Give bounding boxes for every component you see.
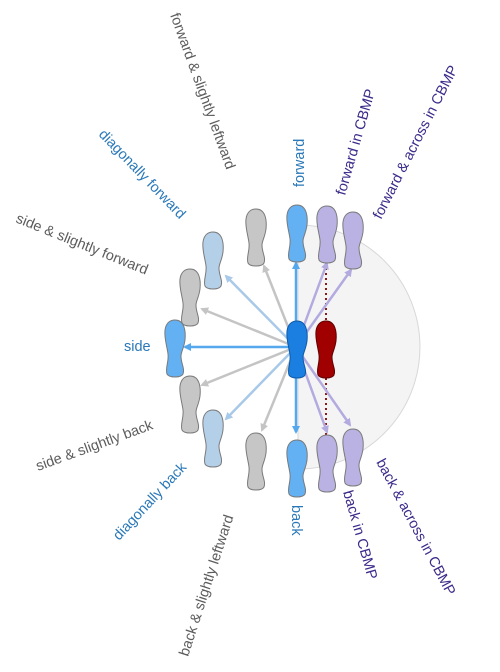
footprint-back-across-in-cbmp <box>342 428 364 487</box>
footprint-side-slightly-back <box>179 375 201 434</box>
label-back-slightly-leftward: back & slightly leftward <box>177 513 238 658</box>
footprint-back <box>286 439 308 498</box>
footprint-center-right-foot <box>315 320 337 379</box>
label-back-across-in-cbmp: back & across in CBMP <box>372 456 458 598</box>
label-forward-slightly-leftward: forward & slightly leftward <box>166 11 238 172</box>
arrow-side-slightly-forward <box>200 307 297 349</box>
footprint-back-in-cbmp <box>316 434 338 493</box>
label-forward: forward <box>292 139 308 187</box>
footprint-forward-slightly-leftward <box>245 208 267 267</box>
arrow-diagonally-back <box>224 346 297 421</box>
footprint-group <box>164 204 364 498</box>
label-diagonally-back: diagonally back <box>110 459 190 544</box>
label-forward-in-cbmp: forward in CBMP <box>333 87 379 197</box>
footprint-diagonally-forward <box>202 231 224 290</box>
arrow-side-slightly-back <box>200 345 297 387</box>
label-forward-across-in-cbmp: forward & across in CBMP <box>370 63 461 222</box>
footprint-side <box>164 319 186 378</box>
arrow-back-across-in-cbmp <box>294 346 352 427</box>
label-back-in-cbmp: back in CBMP <box>339 489 380 582</box>
footprint-forward-across-in-cbmp <box>342 211 364 270</box>
label-diagonally-forward: diagonally forward <box>95 127 188 223</box>
label-side: side <box>124 339 151 355</box>
footprint-back-slightly-leftward <box>245 432 267 491</box>
footprint-center-left-foot <box>286 320 308 379</box>
footprint-forward-in-cbmp <box>316 205 338 264</box>
label-side-slightly-back: side & slightly back <box>34 417 156 474</box>
footprint-forward <box>286 204 308 263</box>
footprint-side-slightly-forward <box>179 268 201 327</box>
label-back: back <box>288 505 304 536</box>
label-side-slightly-forward: side & slightly forward <box>14 211 151 279</box>
arrow-diagonally-forward <box>224 274 297 348</box>
footprint-diagonally-back <box>202 409 224 468</box>
